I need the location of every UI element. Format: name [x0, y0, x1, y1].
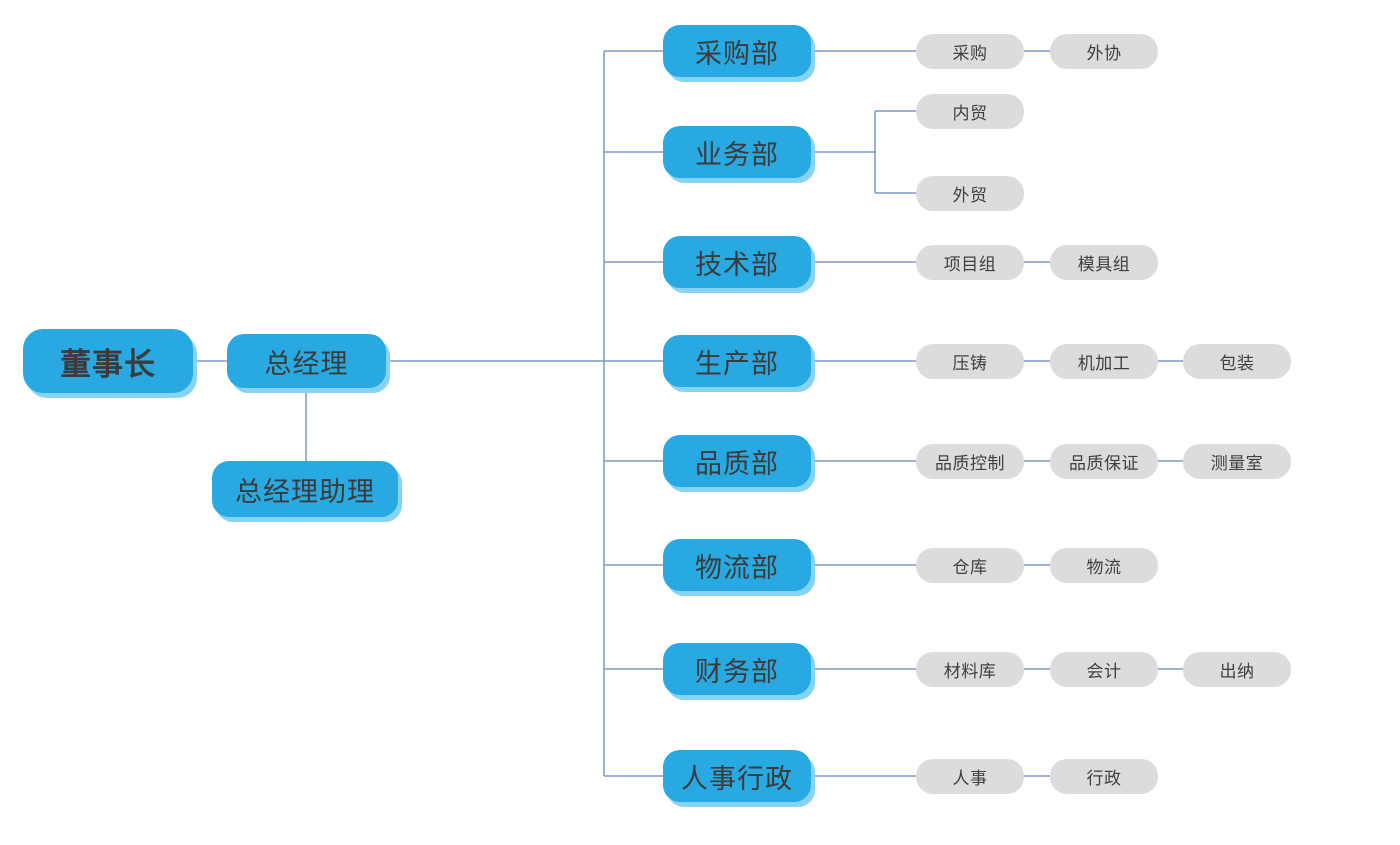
node-dept-finance: 财务部	[663, 643, 811, 695]
node-sub-production-0: 压铸	[916, 343, 1024, 379]
node-dept-hr-admin: 人事行政	[663, 750, 811, 802]
node-dept-purchasing: 采购部	[663, 25, 811, 77]
node-sub-business-0: 内贸	[916, 93, 1024, 129]
node-sub-production-2: 包装	[1183, 343, 1291, 379]
node-sub-technical-1: 模具组	[1050, 244, 1158, 280]
node-sub-finance-1: 会计	[1050, 651, 1158, 687]
node-sub-finance-0: 材料库	[916, 651, 1024, 687]
node-dept-business: 业务部	[663, 126, 811, 178]
node-chairman: 董事长	[23, 329, 193, 393]
node-sub-quality-1: 品质保证	[1050, 443, 1158, 479]
node-dept-technical: 技术部	[663, 236, 811, 288]
node-sub-hr-admin-0: 人事	[916, 758, 1024, 794]
node-sub-logistics-0: 仓库	[916, 547, 1024, 583]
node-general-manager: 总经理	[227, 334, 386, 388]
node-sub-business-1: 外贸	[916, 175, 1024, 211]
node-sub-finance-2: 出纳	[1183, 651, 1291, 687]
node-sub-hr-admin-1: 行政	[1050, 758, 1158, 794]
node-dept-production: 生产部	[663, 335, 811, 387]
node-sub-production-1: 机加工	[1050, 343, 1158, 379]
node-sub-logistics-1: 物流	[1050, 547, 1158, 583]
node-sub-technical-0: 项目组	[916, 244, 1024, 280]
node-sub-quality-2: 测量室	[1183, 443, 1291, 479]
node-dept-quality: 品质部	[663, 435, 811, 487]
node-sub-quality-0: 品质控制	[916, 443, 1024, 479]
node-sub-purchasing-1: 外协	[1050, 33, 1158, 69]
node-gm-assistant: 总经理助理	[212, 461, 398, 517]
node-dept-logistics: 物流部	[663, 539, 811, 591]
node-sub-purchasing-0: 采购	[916, 33, 1024, 69]
